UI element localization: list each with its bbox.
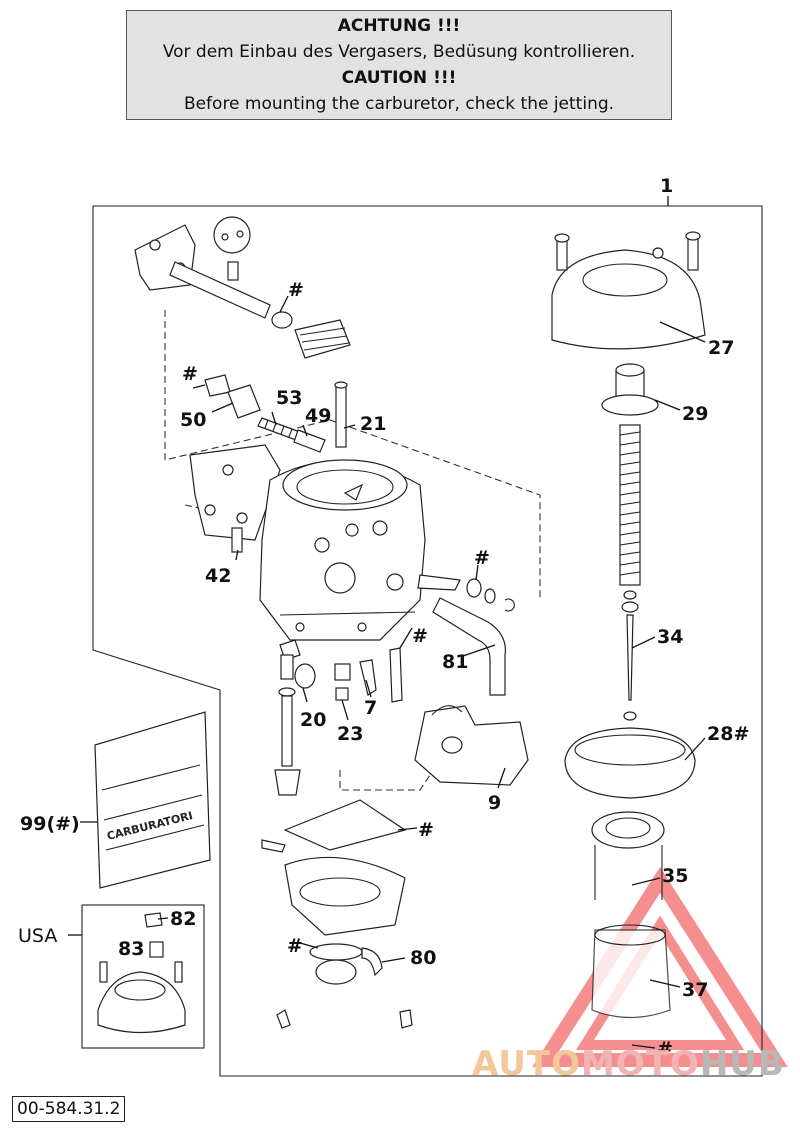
throttle-slide [591, 924, 671, 1019]
callout-53: 53 [276, 387, 302, 409]
callout-29: 29 [682, 403, 708, 425]
callout-99: 99(#) [20, 813, 80, 835]
callout-labels: 1 27 29 34 28# 35 37 53 49 21 50 42 81 2… [18, 175, 749, 1060]
callout-42: 42 [205, 565, 231, 587]
assembly-frame [92, 205, 763, 1077]
idle-adjust-screws [204, 374, 348, 453]
caution-notice: ACHTUNG !!! Vor dem Einbau des Vergasers… [126, 10, 672, 120]
callout-80: 80 [410, 947, 436, 969]
callout-20: 20 [300, 709, 326, 731]
notice-heading-de: ACHTUNG !!! [337, 16, 461, 36]
callout-49: 49 [305, 405, 331, 427]
callout-35: 35 [662, 865, 688, 887]
jets-and-needles [274, 639, 403, 796]
watermark-part-2: MOTO [580, 1044, 700, 1084]
leader-lines [80, 295, 706, 1049]
watermark-part-3: HUB [699, 1044, 785, 1084]
callout-hash: # [182, 363, 198, 385]
callout-9: 9 [488, 792, 501, 814]
drawing-number: 00-584.31.2 [12, 1096, 126, 1122]
watermark-logo-text: AUTOMOTOHUB [472, 1044, 785, 1084]
callout-82: 82 [170, 908, 196, 930]
callout-27: 27 [708, 337, 734, 359]
callout-50: 50 [180, 409, 206, 431]
float-bowl [261, 799, 413, 1029]
carburetor-body [189, 444, 461, 641]
dash-group-line [164, 310, 541, 600]
callout-hash: # [288, 279, 304, 301]
watermark-part-1: AUTO [472, 1044, 581, 1084]
notice-text-en: Before mounting the carburetor, check th… [183, 94, 615, 114]
callout-81: 81 [442, 651, 468, 673]
notice-heading-en: CAUTION !!! [341, 68, 457, 88]
usa-inset [68, 904, 205, 1049]
float [414, 705, 529, 786]
throttle-shaft-assembly [134, 216, 351, 359]
spare-parts-bag: CARBURATORI [94, 711, 211, 889]
slide-spring [619, 424, 641, 586]
callout-hash: # [287, 935, 303, 957]
callout-23: 23 [337, 723, 363, 745]
top-cover [551, 231, 706, 350]
callout-7: 7 [364, 697, 377, 719]
callout-1: 1 [660, 175, 673, 197]
usa-label: USA [18, 925, 57, 947]
callout-21: 21 [360, 413, 386, 435]
callout-hash: # [412, 625, 428, 647]
callout-28: 28# [707, 723, 749, 745]
jet-needle [621, 590, 639, 721]
overflow-pipe [432, 578, 515, 696]
callout-hash: # [418, 819, 434, 841]
callout-hash: # [657, 1038, 673, 1060]
callout-hash: # [474, 547, 490, 569]
diaphragm [564, 727, 696, 799]
callout-37: 37 [682, 979, 708, 1001]
slide-plate [591, 811, 665, 900]
callout-34: 34 [657, 626, 683, 648]
callout-83: 83 [118, 938, 144, 960]
slide-cap [601, 363, 659, 416]
notice-text-de: Vor dem Einbau des Vergasers, Bedüsung k… [162, 42, 636, 62]
